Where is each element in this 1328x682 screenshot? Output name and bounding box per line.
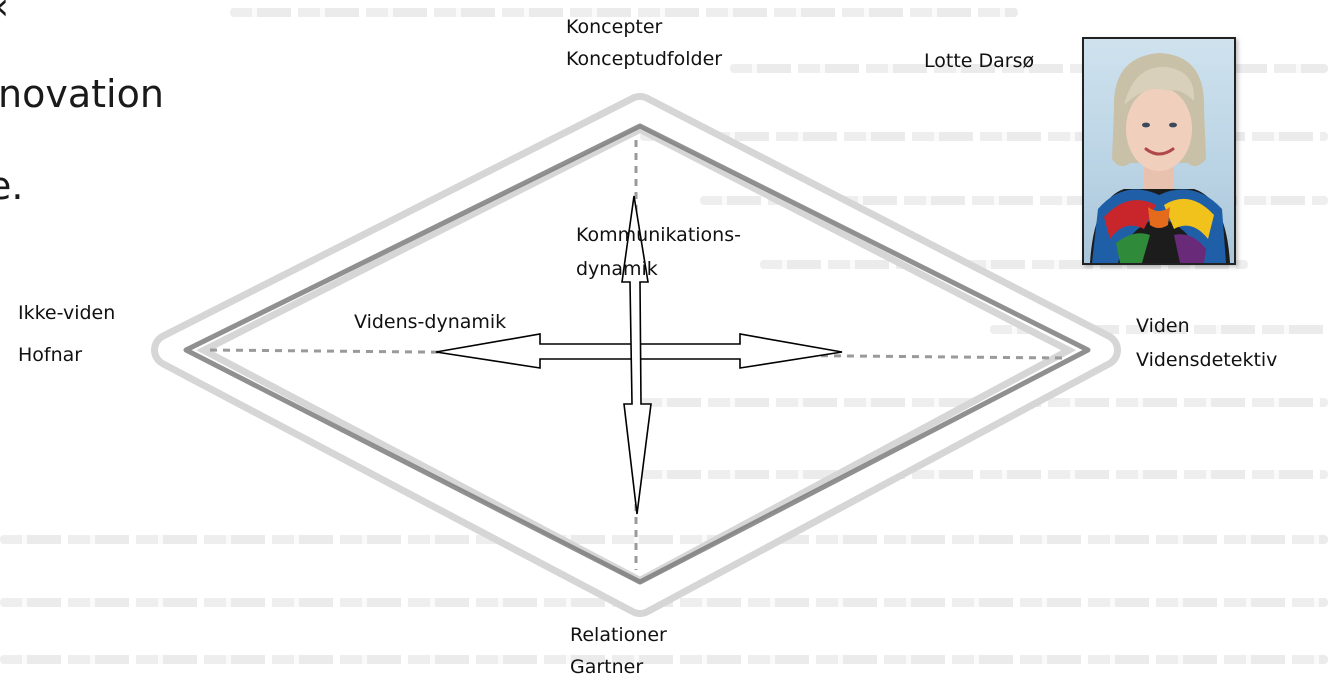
slide-text-line-3: e. bbox=[0, 164, 24, 208]
diamond-frame bbox=[151, 93, 1121, 617]
node-top-title: Koncepter bbox=[566, 16, 663, 38]
arrows bbox=[435, 195, 843, 515]
portrait-photo bbox=[1082, 37, 1236, 265]
portrait-caption: Lotte Darsø bbox=[924, 50, 1035, 72]
slide-text-line-2: novation bbox=[0, 72, 164, 116]
diamond-frame-inner bbox=[183, 123, 1091, 585]
node-bottom-title: Relationer bbox=[570, 624, 667, 646]
horizontal-axis-label: Videns-dynamik bbox=[354, 311, 507, 333]
diamond-frame-outer-edge bbox=[158, 100, 1114, 610]
slide-text-line-1: ‹ bbox=[0, 0, 9, 30]
vertical-double-arrow bbox=[621, 195, 652, 515]
node-bottom-role: Gartner bbox=[570, 656, 644, 678]
vertical-axis-label-line-1: Kommunikations- bbox=[576, 224, 741, 246]
node-left-role: Hofnar bbox=[18, 344, 83, 366]
node-top-role: Konceptudfolder bbox=[566, 48, 723, 70]
portrait-illustration bbox=[1090, 53, 1230, 263]
node-right-title: Viden bbox=[1136, 315, 1190, 337]
node-right-role: Vidensdetektiv bbox=[1136, 349, 1278, 371]
node-left-title: Ikke-viden bbox=[18, 302, 116, 324]
vertical-axis-label-line-2: dynamik bbox=[576, 258, 658, 280]
